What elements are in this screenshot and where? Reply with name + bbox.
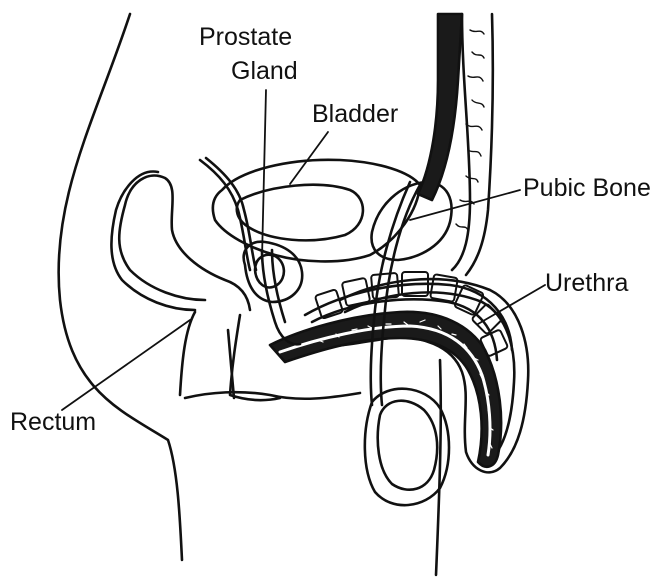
thigh-line — [436, 360, 441, 575]
leader-bladder — [290, 132, 328, 184]
prostate-gland-label-line2: Gland — [231, 58, 298, 85]
urethra-tube — [262, 250, 300, 344]
bladder-lining — [237, 185, 363, 241]
rectum-inner-wall — [111, 172, 195, 310]
buttock-outline — [59, 14, 182, 560]
leader-rectum — [62, 320, 190, 410]
rectum-label: Rectum — [10, 409, 96, 436]
bladder-label: Bladder — [312, 101, 398, 128]
prostate-inner — [255, 255, 284, 288]
urethra-label: Urethra — [545, 270, 628, 297]
perineum-curve — [185, 392, 360, 399]
pubic-bone — [372, 182, 452, 260]
anal-wall — [230, 315, 280, 400]
leader-prostate — [262, 90, 266, 258]
pubic-bone-label: Pubic Bone — [523, 175, 651, 202]
testis — [378, 401, 437, 490]
rectum-outer-wall — [119, 176, 250, 310]
abdominal-wall-dark-stripe — [418, 14, 462, 200]
prostate-gland-label-line1: Prostate — [199, 24, 292, 51]
abdominal-wall-skin — [466, 14, 493, 275]
